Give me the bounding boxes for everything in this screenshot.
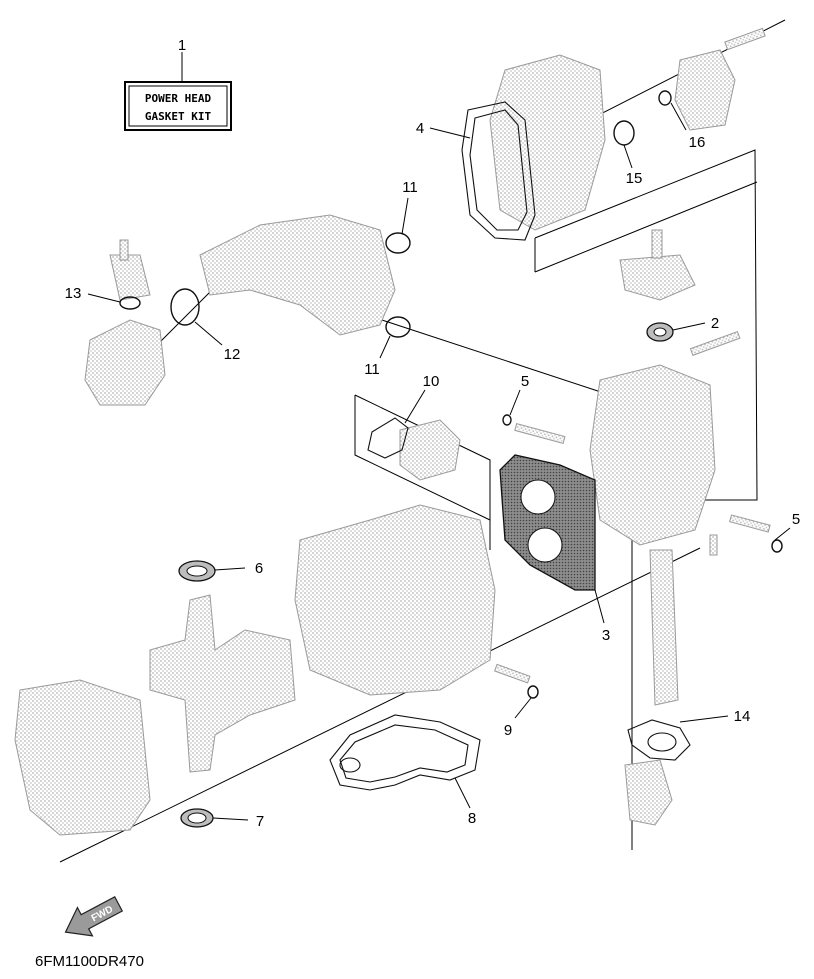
exhaust-cover-gasket <box>461 101 536 241</box>
callout-10: 10 <box>423 373 440 390</box>
exhaust-cover-part <box>489 54 606 231</box>
callout-13: 13 <box>65 285 82 302</box>
oring-16 <box>658 90 672 106</box>
gasket-10 <box>367 417 409 459</box>
engine-components <box>14 27 771 836</box>
callout-1: 1 <box>178 37 186 54</box>
camshaft-part <box>649 549 679 706</box>
seal-11-lower <box>385 316 411 338</box>
oring-15 <box>613 120 635 146</box>
callout-11-lower: 11 <box>364 361 380 378</box>
callout-16: 16 <box>689 134 706 151</box>
oring-5-lower <box>771 539 783 553</box>
gasket-12 <box>170 288 200 326</box>
carburetor-part <box>84 319 166 406</box>
crankcase-part <box>14 679 151 836</box>
intake-manifold-part <box>199 214 396 336</box>
housing-part <box>399 419 461 481</box>
kit-parts <box>119 90 783 828</box>
oring-9 <box>527 685 539 699</box>
callout-numbers: 1 2 3 4 5 5 6 7 8 9 10 11 11 12 13 14 15… <box>65 37 801 830</box>
cylinder-block-part <box>294 504 496 696</box>
callout-15: 15 <box>626 170 643 187</box>
callout-2: 2 <box>711 315 719 332</box>
oring-5-upper <box>502 414 512 426</box>
oil-pump-part <box>624 759 673 826</box>
fwd-arrow: FWD <box>64 896 124 937</box>
gasket-kit-label: POWER HEAD GASKET KIT <box>124 81 232 131</box>
callout-12: 12 <box>224 346 241 363</box>
callout-8: 8 <box>468 810 476 827</box>
callout-14: 14 <box>734 708 751 725</box>
head-gasket-3 <box>499 454 596 591</box>
base-gasket-8 <box>329 714 481 791</box>
crankshaft-part <box>149 594 296 773</box>
callout-3: 3 <box>602 627 610 644</box>
cylinder-head-part <box>589 364 716 546</box>
seal-11-upper <box>385 232 411 254</box>
callout-6: 6 <box>255 560 263 577</box>
fuel-pump-part <box>109 254 151 301</box>
callout-5-lower: 5 <box>792 511 800 528</box>
callout-7: 7 <box>256 813 264 830</box>
callout-4: 4 <box>416 120 424 137</box>
callout-5-upper: 5 <box>521 373 529 390</box>
kit-label-line-1: POWER HEAD <box>145 92 212 105</box>
drawing-code: 6FM1100DR470 <box>35 953 144 970</box>
gasket-14 <box>627 719 691 761</box>
oring-13 <box>119 296 141 310</box>
thermostat-cover-part <box>674 49 736 131</box>
kit-label-line-2: GASKET KIT <box>145 110 212 123</box>
callout-9: 9 <box>504 722 512 739</box>
head-top-part <box>619 254 696 301</box>
callout-leaders <box>87 52 791 821</box>
callout-11-upper: 11 <box>402 179 418 196</box>
